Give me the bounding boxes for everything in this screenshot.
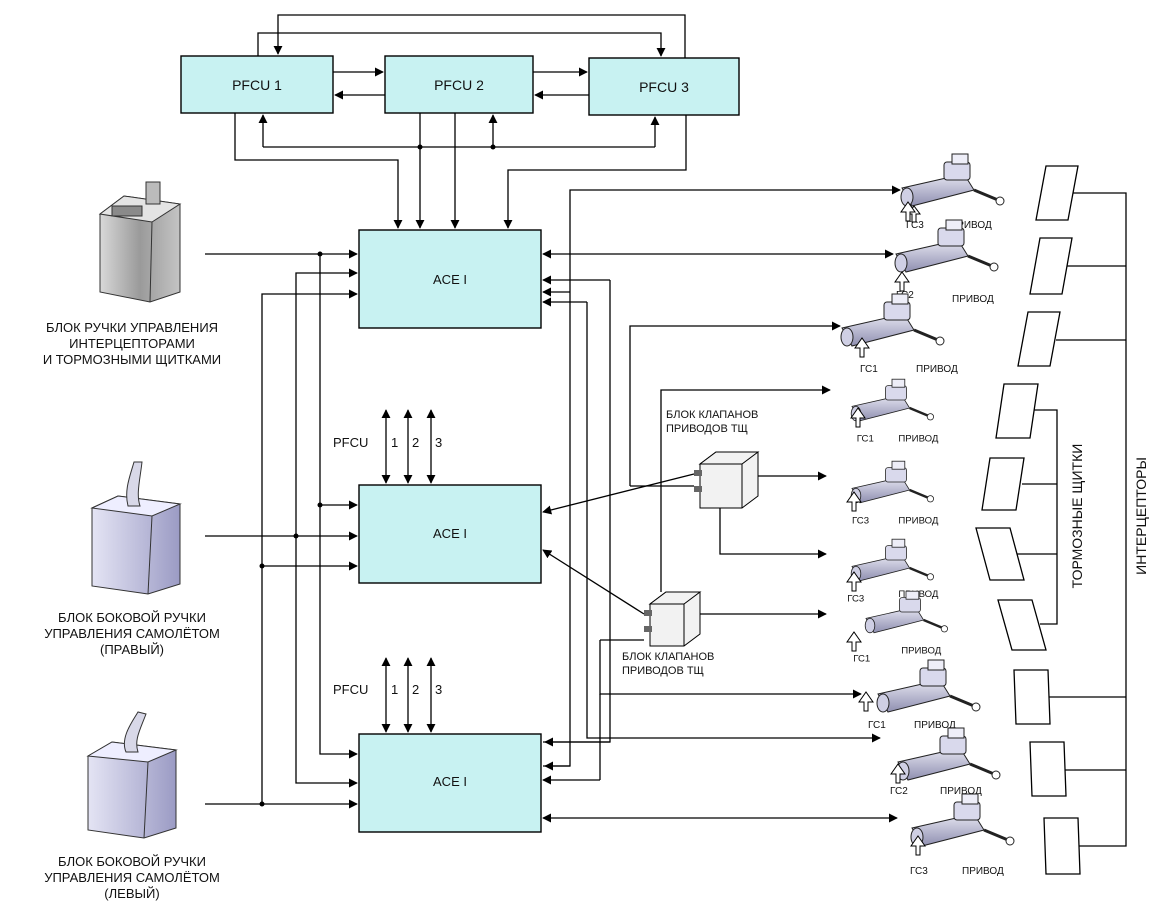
pfcu-2-label: PFCU 2 (434, 77, 484, 93)
actuator-4: ГС1 ПРИВОД (850, 378, 939, 445)
valve-block-1: БЛОК КЛАПАНОВ ПРИВОДОВ ТЩ (666, 409, 760, 509)
svg-text:УПРАВЛЕНИЯ САМОЛЁТОМ: УПРАВЛЕНИЯ САМОЛЁТОМ (44, 626, 220, 641)
bus-channel-1: 1 (391, 682, 398, 697)
ace-1-label: ACE I (433, 272, 467, 287)
svg-text:(ЛЕВЫЙ): (ЛЕВЫЙ) (104, 886, 159, 901)
actuator-1: ГС3 ПРИВОД (899, 152, 1006, 231)
svg-text:И ТОРМОЗНЫМИ ЩИТКАМИ: И ТОРМОЗНЫМИ ЩИТКАМИ (43, 352, 221, 367)
ace-3-box: ACE I (358, 733, 542, 833)
actuator-9-label: ПРИВОД (940, 786, 982, 797)
actuator-7: ГС1 ПРИВОД (853, 590, 949, 665)
pfcu-bus-ace-2: PFCU 1 2 3 (333, 409, 442, 484)
speedbrakes-group-label: ТОРМОЗНЫЕ ЩИТКИ (1069, 444, 1085, 589)
actuator-5: ГС3 ПРИВОД (850, 460, 939, 527)
sidestick-right-image (90, 461, 182, 595)
sidestick-right-label: БЛОК БОКОВОЙ РУЧКИ УПРАВЛЕНИЯ САМОЛЁТОМ … (44, 610, 220, 657)
svg-text:ИНТЕРЦЕПТОРАМИ: ИНТЕРЦЕПТОРАМИ (69, 336, 195, 351)
actuator-wiring (542, 185, 901, 823)
actuator-3-system: ГС1 (860, 364, 878, 375)
actuator-9-system: ГС2 (890, 786, 908, 797)
pfcu-1-box: PFCU 1 (180, 55, 334, 114)
actuator-5-label: ПРИВОД (898, 516, 939, 527)
actuator-6: ГС3 ПРИВОД (847, 538, 939, 605)
actuator-10-system: ГС3 (910, 866, 928, 877)
valve-block-2: БЛОК КЛАПАНОВ ПРИВОДОВ ТЩ (622, 591, 714, 677)
ace-1-box: ACE I (358, 229, 542, 329)
bus-channel-1: 1 (391, 435, 398, 450)
surface-panels (975, 165, 1127, 875)
sidestick-left-label: БЛОК БОКОВОЙ РУЧКИ УПРАВЛЕНИЯ САМОЛЁТОМ … (44, 854, 220, 901)
speedbrake-lever-unit-image (98, 181, 182, 303)
actuator-8: ГС1 ПРИВОД (868, 658, 982, 731)
actuator-9: ГС2 ПРИВОД (890, 726, 1002, 797)
valve-block-2-label-2: ПРИВОДОВ ТЩ (622, 665, 704, 677)
pfcu-bus-label: PFCU (333, 435, 368, 450)
actuator-5-system: ГС3 (852, 516, 869, 527)
pfcu-3-label: PFCU 3 (639, 79, 689, 95)
svg-text:(ПРАВЫЙ): (ПРАВЫЙ) (100, 642, 164, 657)
pfcu-interconnects (234, 14, 687, 229)
bus-channel-3: 3 (435, 682, 442, 697)
actuator-7-label: ПРИВОД (901, 646, 942, 657)
actuator-8-system: ГС1 (868, 720, 886, 731)
actuator-3-label: ПРИВОД (916, 364, 958, 375)
pfcu-bus-label: PFCU (333, 682, 368, 697)
ace-2-box: ACE I (358, 484, 542, 584)
valve-block-1-label-2: ПРИВОДОВ ТЩ (666, 423, 748, 435)
spoilers-group-label: ИНТЕРЦЕПТОРЫ (1133, 457, 1149, 575)
pfcu-3-box: PFCU 3 (588, 57, 740, 116)
valve-block-2-label: БЛОК КЛАПАНОВ (622, 651, 714, 663)
valve-block-1-label: БЛОК КЛАПАНОВ (666, 409, 758, 421)
actuator-2: ГС2 ПРИВОД (893, 218, 1000, 305)
speedbrake-lever-unit-label: БЛОК РУЧКИ УПРАВЛЕНИЯ ИНТЕРЦЕПТОРАМИ И Т… (43, 320, 221, 367)
svg-text:УПРАВЛЕНИЯ САМОЛЁТОМ: УПРАВЛЕНИЯ САМОЛЁТОМ (44, 870, 220, 885)
bus-channel-2: 2 (412, 435, 419, 450)
actuator-6-system: ГС3 (847, 594, 864, 605)
actuator-10-label: ПРИВОД (962, 866, 1004, 877)
actuator-8-label: ПРИВОД (914, 720, 956, 731)
hydraulic-supply-arrows (846, 201, 926, 856)
actuator-4-label: ПРИВОД (898, 434, 939, 445)
actuator-10: ГС3 ПРИВОД (909, 792, 1016, 877)
ace-3-label: ACE I (433, 774, 467, 789)
actuator-1-label: ПРИВОД (950, 220, 992, 231)
svg-text:БЛОК БОКОВОЙ РУЧКИ: БЛОК БОКОВОЙ РУЧКИ (58, 854, 206, 869)
sidestick-left-image (86, 711, 178, 839)
pfcu-bus-ace-3: PFCU 1 2 3 (333, 657, 442, 733)
ace-2-label: ACE I (433, 526, 467, 541)
bus-channel-3: 3 (435, 435, 442, 450)
control-input-wiring (205, 249, 358, 809)
svg-text:БЛОК РУЧКИ УПРАВЛЕНИЯ: БЛОК РУЧКИ УПРАВЛЕНИЯ (46, 320, 218, 335)
actuator-7-system: ГС1 (853, 654, 870, 665)
actuator-4-system: ГС1 (857, 434, 874, 445)
actuator-3: ГС1 ПРИВОД (839, 292, 958, 375)
pfcu-2-box: PFCU 2 (384, 55, 534, 114)
bus-channel-2: 2 (412, 682, 419, 697)
actuator-2-label: ПРИВОД (952, 294, 994, 305)
actuator-1-system: ГС3 (906, 220, 924, 231)
pfcu-1-label: PFCU 1 (232, 77, 282, 93)
svg-text:БЛОК БОКОВОЙ РУЧКИ: БЛОК БОКОВОЙ РУЧКИ (58, 610, 206, 625)
